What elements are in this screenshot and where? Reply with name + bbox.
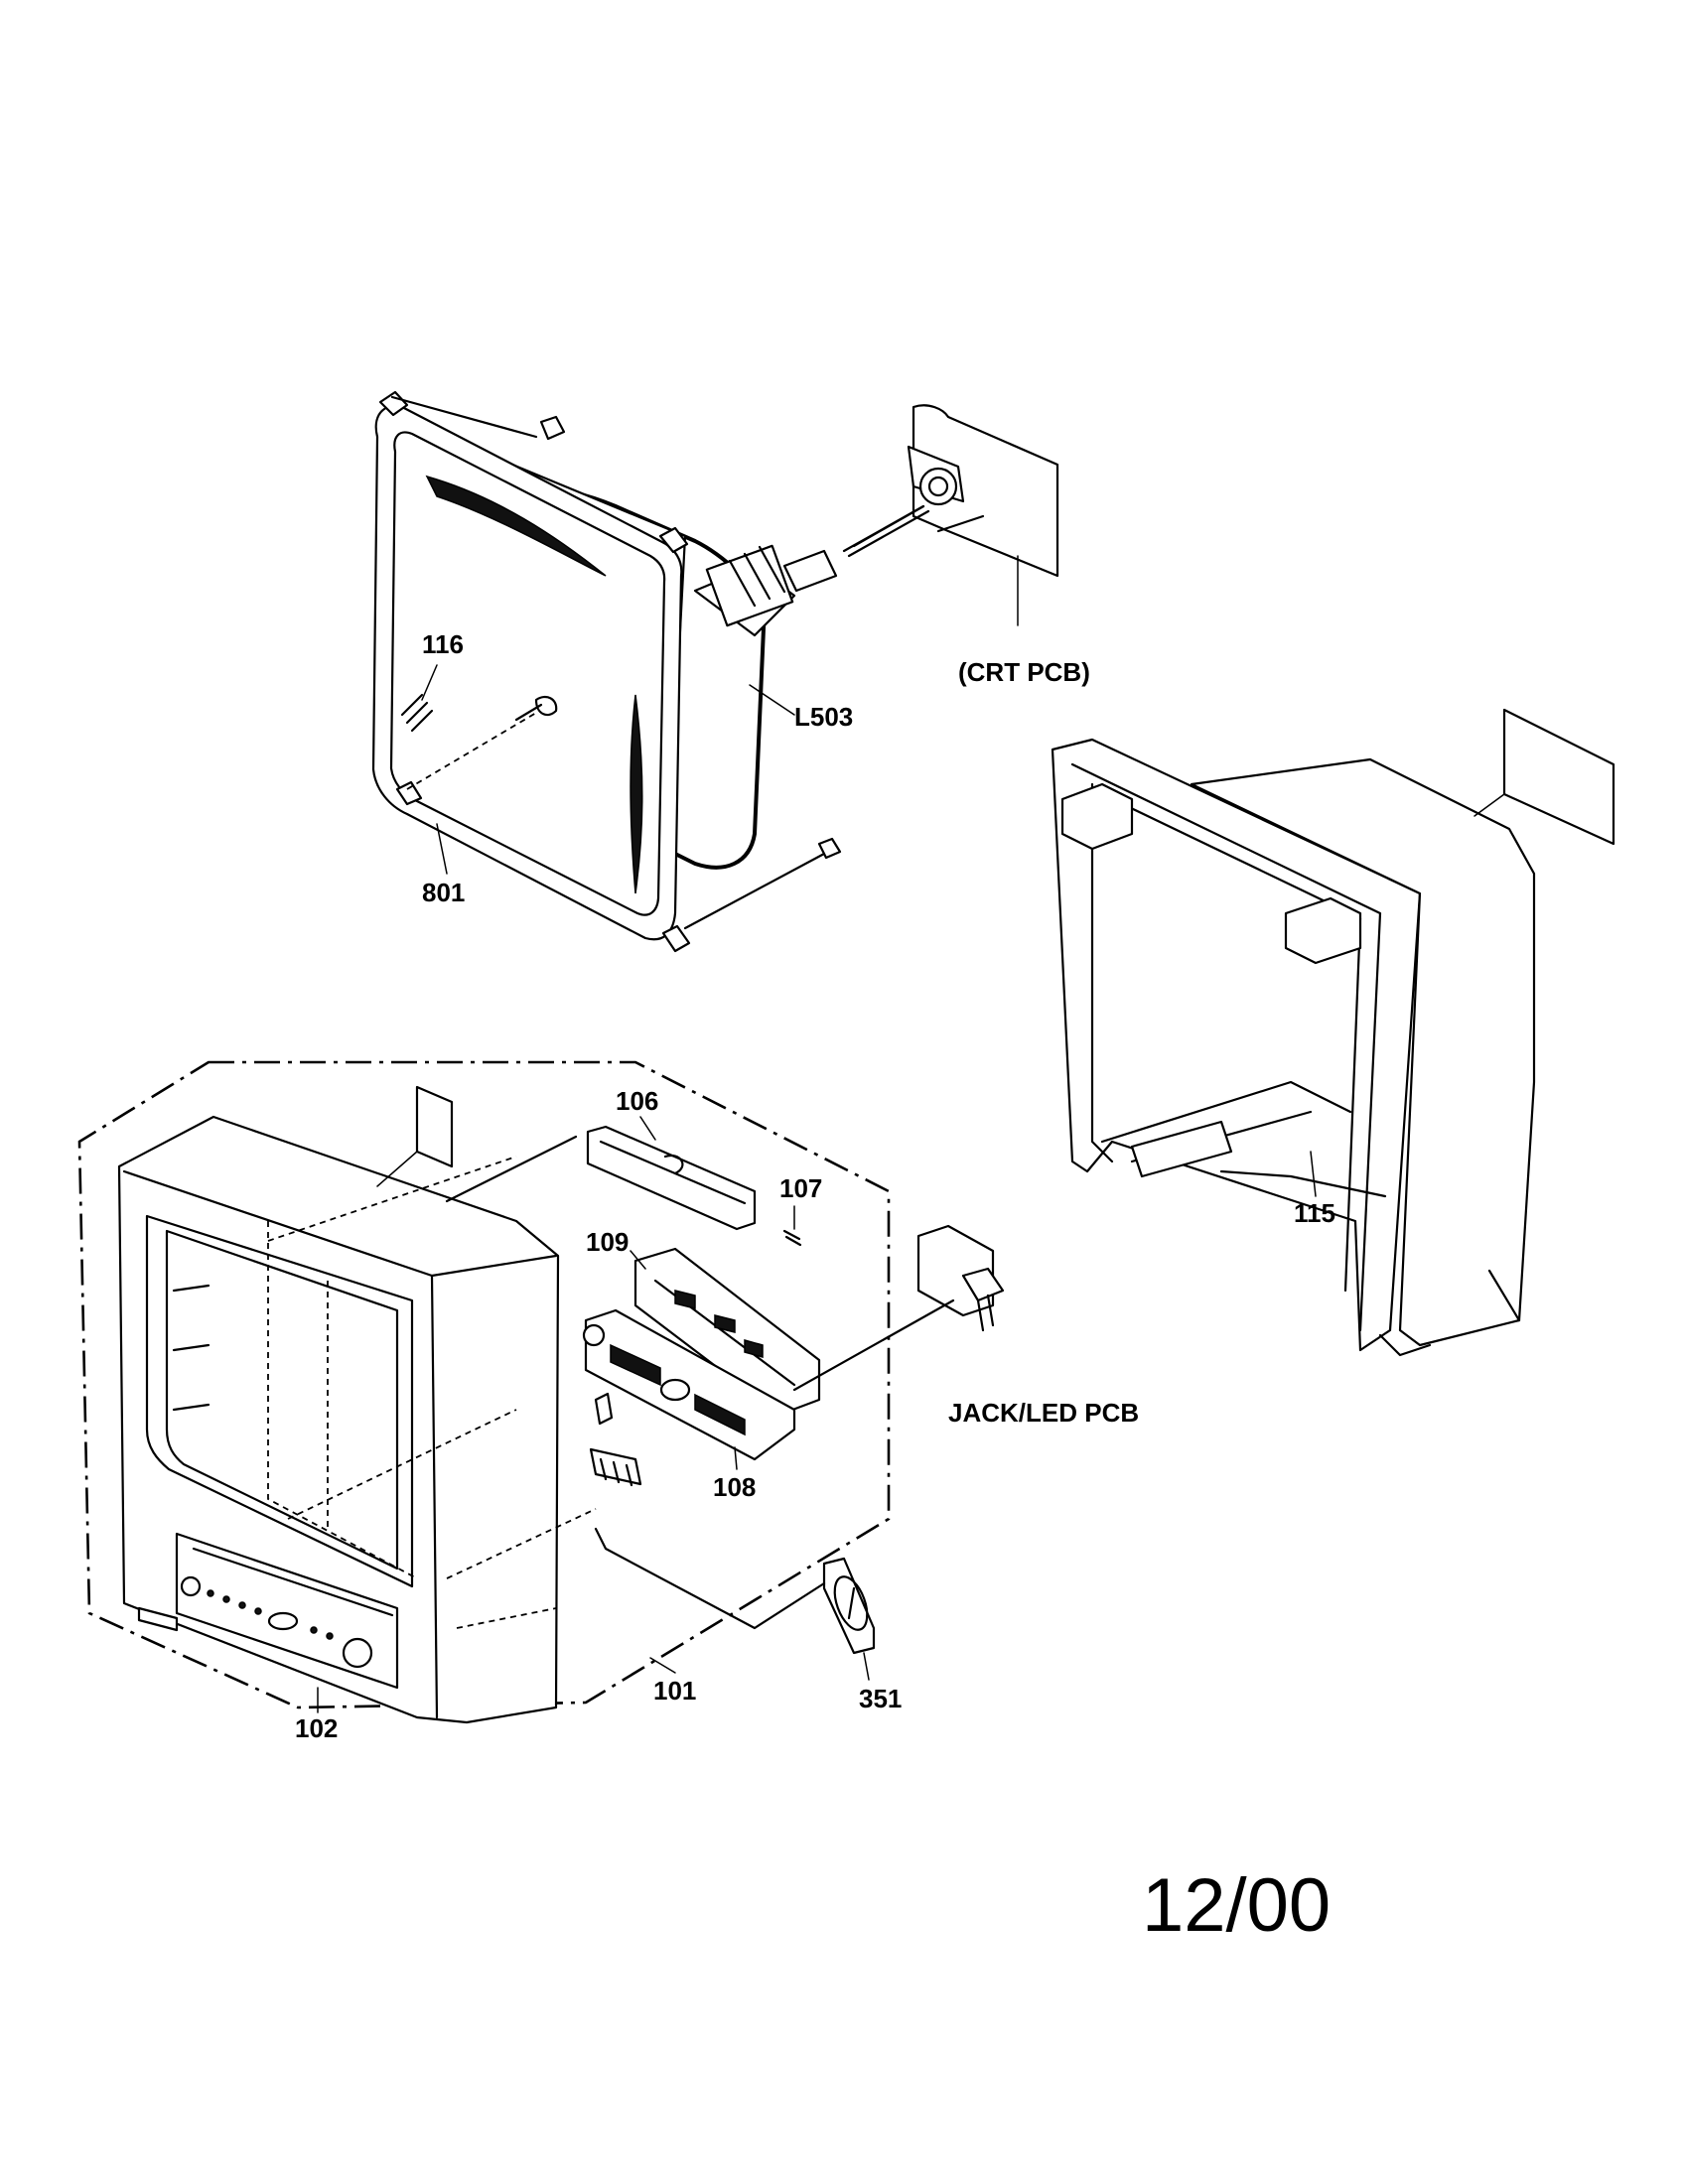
callout-116: 116 xyxy=(422,629,464,659)
rear-cabinet xyxy=(1051,708,1615,1357)
crt-picture-tube xyxy=(371,390,842,953)
callout-L503: L503 xyxy=(794,702,853,732)
callout-801: 801 xyxy=(422,878,465,907)
date-stamp: 12/00 xyxy=(1142,1863,1331,1948)
callout-115: 115 xyxy=(1294,1198,1335,1228)
callout-106: 106 xyxy=(616,1086,658,1116)
callout-107: 107 xyxy=(779,1173,822,1203)
callout-jack-led-pcb: JACK/LED PCB xyxy=(948,1398,1139,1428)
crt-pcb xyxy=(842,404,1059,626)
callout-108: 108 xyxy=(713,1472,756,1502)
front-cabinet xyxy=(117,1085,676,1724)
front-cabinet-group xyxy=(77,1060,891,1709)
jack-led-pcb xyxy=(792,1224,1005,1392)
part-107-screw xyxy=(782,1205,802,1247)
callout-crt-pcb: (CRT PCB) xyxy=(958,657,1090,687)
small-brackets xyxy=(589,1392,642,1487)
callout-102: 102 xyxy=(295,1713,338,1743)
control-buttons xyxy=(207,1589,334,1640)
callout-351: 351 xyxy=(859,1684,902,1713)
part-109-pcb xyxy=(630,1247,821,1417)
part-108-pcb xyxy=(582,1308,796,1470)
part-106-bracket xyxy=(445,1116,757,1231)
callout-109: 109 xyxy=(586,1227,629,1257)
callout-101: 101 xyxy=(653,1676,696,1706)
part-351-speaker xyxy=(594,1527,876,1681)
